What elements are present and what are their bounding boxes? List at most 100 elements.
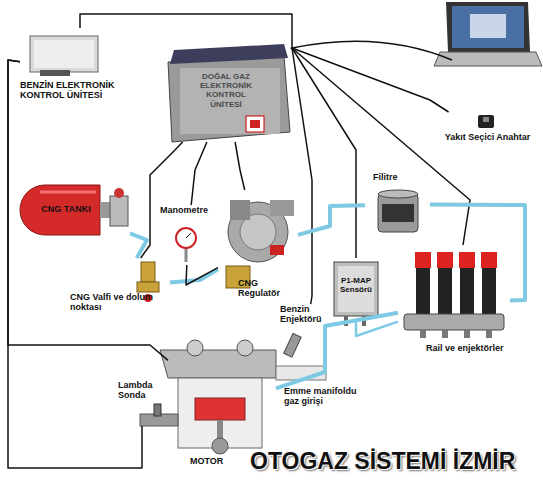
rail-illustration <box>438 268 452 314</box>
petrol-ecu-illustration <box>30 36 98 76</box>
signal-wire <box>191 142 207 205</box>
filter-illustration <box>378 194 418 232</box>
node-label: P1-MAP Sensörü <box>334 276 378 294</box>
tank-box: CNG TANKI <box>12 175 130 245</box>
node-label: BENZİN ELEKTRONİK KONTROL ÜNİTESİ <box>20 80 140 101</box>
regulator-illustration <box>270 245 284 255</box>
signal-wire <box>8 60 168 360</box>
laptop-illustration <box>452 6 524 48</box>
filter-illustration <box>378 190 418 232</box>
rail-illustration <box>420 330 426 338</box>
signal-wire <box>80 14 292 49</box>
valve-fitting <box>137 282 159 292</box>
regulator-illustration <box>230 200 250 220</box>
petrol-ecu-illustration <box>40 70 70 76</box>
rail-illustration <box>481 252 497 268</box>
node-label: CNG Regulatör <box>238 278 298 299</box>
sensor-box: P1-MAP Sensörü <box>330 258 382 320</box>
laptop-illustration <box>470 14 506 38</box>
rail-illustration <box>464 330 470 338</box>
cng-ecu-illustration <box>180 68 280 134</box>
node-label: Lambda Sonda <box>118 380 166 401</box>
filter-box: Filitre <box>365 172 430 237</box>
cng-ecu-illustration <box>170 44 288 64</box>
cng-tank-illustration <box>100 202 110 218</box>
node-label: CNG Valfi ve dolum noktası <box>70 292 170 313</box>
rail-illustration <box>459 252 475 268</box>
map-sensor-illustration <box>334 262 378 316</box>
rail-illustration <box>437 252 453 268</box>
signal-wire <box>8 60 142 468</box>
rail-illustration <box>416 268 430 314</box>
manometer-gauge <box>176 228 196 262</box>
regulator-illustration <box>270 200 294 216</box>
petrol-injector-illustration <box>284 333 301 357</box>
cng-tank-illustration <box>40 191 96 194</box>
part-label: Emme manifoldu gaz girişi <box>284 386 358 407</box>
laptop-illustration <box>446 2 530 52</box>
title-text: OTOGAZ SİSTEMİ İZMİR <box>250 448 515 474</box>
cng-tank-illustration <box>114 188 124 198</box>
node-label: Rail ve enjektörler <box>426 343 526 353</box>
injector-box: Benzin Enjektörü <box>278 304 334 360</box>
gas-pipe <box>130 233 147 258</box>
signal-wire <box>291 48 470 245</box>
signal-wire <box>291 48 312 304</box>
node-label: Benzin Enjektörü <box>280 304 334 325</box>
selector-switch <box>483 117 489 122</box>
rail-illustration <box>442 330 448 338</box>
cng-tank-illustration <box>20 185 128 235</box>
node-label: DOĞAL GAZ ELEKTRONİK KONTROL ÜNİTESİ <box>193 72 259 109</box>
rail-illustration <box>482 268 496 314</box>
selector-switch <box>478 115 494 128</box>
valve-box: CNG Valfi ve dolum noktası <box>70 258 170 316</box>
ecu-box: DOĞAL GAZ ELEKTRONİK KONTROL ÜNİTESİ <box>163 48 291 142</box>
regulator-box: CNG Regulatör <box>218 190 298 302</box>
selector-switch <box>478 115 494 128</box>
rail-illustration <box>460 268 474 314</box>
signal-wire <box>235 142 245 190</box>
node-label: Manometre <box>160 205 216 215</box>
engine-illustration <box>187 340 203 356</box>
engine-illustration <box>237 340 253 356</box>
vacuum-hose <box>356 320 398 336</box>
rail-box: Rail ve enjektörler <box>398 245 510 360</box>
node-label: Filitre <box>373 172 430 182</box>
filter-illustration <box>378 190 418 198</box>
cng-ecu-illustration <box>168 44 290 142</box>
lambda-probe <box>154 404 161 416</box>
gas-pipe <box>430 205 525 301</box>
signal-wire <box>186 265 218 285</box>
ecu-box: BENZİN ELEKTRONİK KONTROL ÜNİTESİ <box>20 28 140 112</box>
rail-illustration <box>404 252 504 338</box>
regulator-illustration <box>226 200 294 288</box>
laptop-illustration <box>434 2 542 66</box>
manometer-gauge <box>186 233 191 238</box>
valve-fitting <box>141 262 155 282</box>
rail-illustration <box>415 252 431 268</box>
node-label: MOTOR <box>190 456 250 466</box>
node-label: CNG TANKI <box>26 204 106 214</box>
engine-illustration <box>195 398 245 420</box>
cng-ecu-illustration <box>250 120 260 128</box>
engine-illustration <box>160 350 276 378</box>
cng-ecu-illustration <box>168 56 290 142</box>
petrol-injector-illustration <box>284 333 301 357</box>
rail-illustration <box>404 314 504 330</box>
petrol-ecu-illustration <box>30 36 98 72</box>
probe-box: Lambda Sonda <box>118 380 166 426</box>
petrol-ecu-illustration <box>34 40 94 68</box>
rail-illustration <box>486 330 492 338</box>
switch-box: Yakıt Seçici Anahtar <box>440 112 535 162</box>
lambda-probe <box>154 404 161 416</box>
engine-illustration <box>212 438 228 454</box>
gas-pipe <box>298 205 365 235</box>
cng-tank-illustration <box>110 196 128 226</box>
node-label: Yakıt Seçici Anahtar <box>440 132 535 142</box>
cng-ecu-illustration <box>246 116 264 132</box>
gauge-box: Manometre <box>160 205 216 265</box>
